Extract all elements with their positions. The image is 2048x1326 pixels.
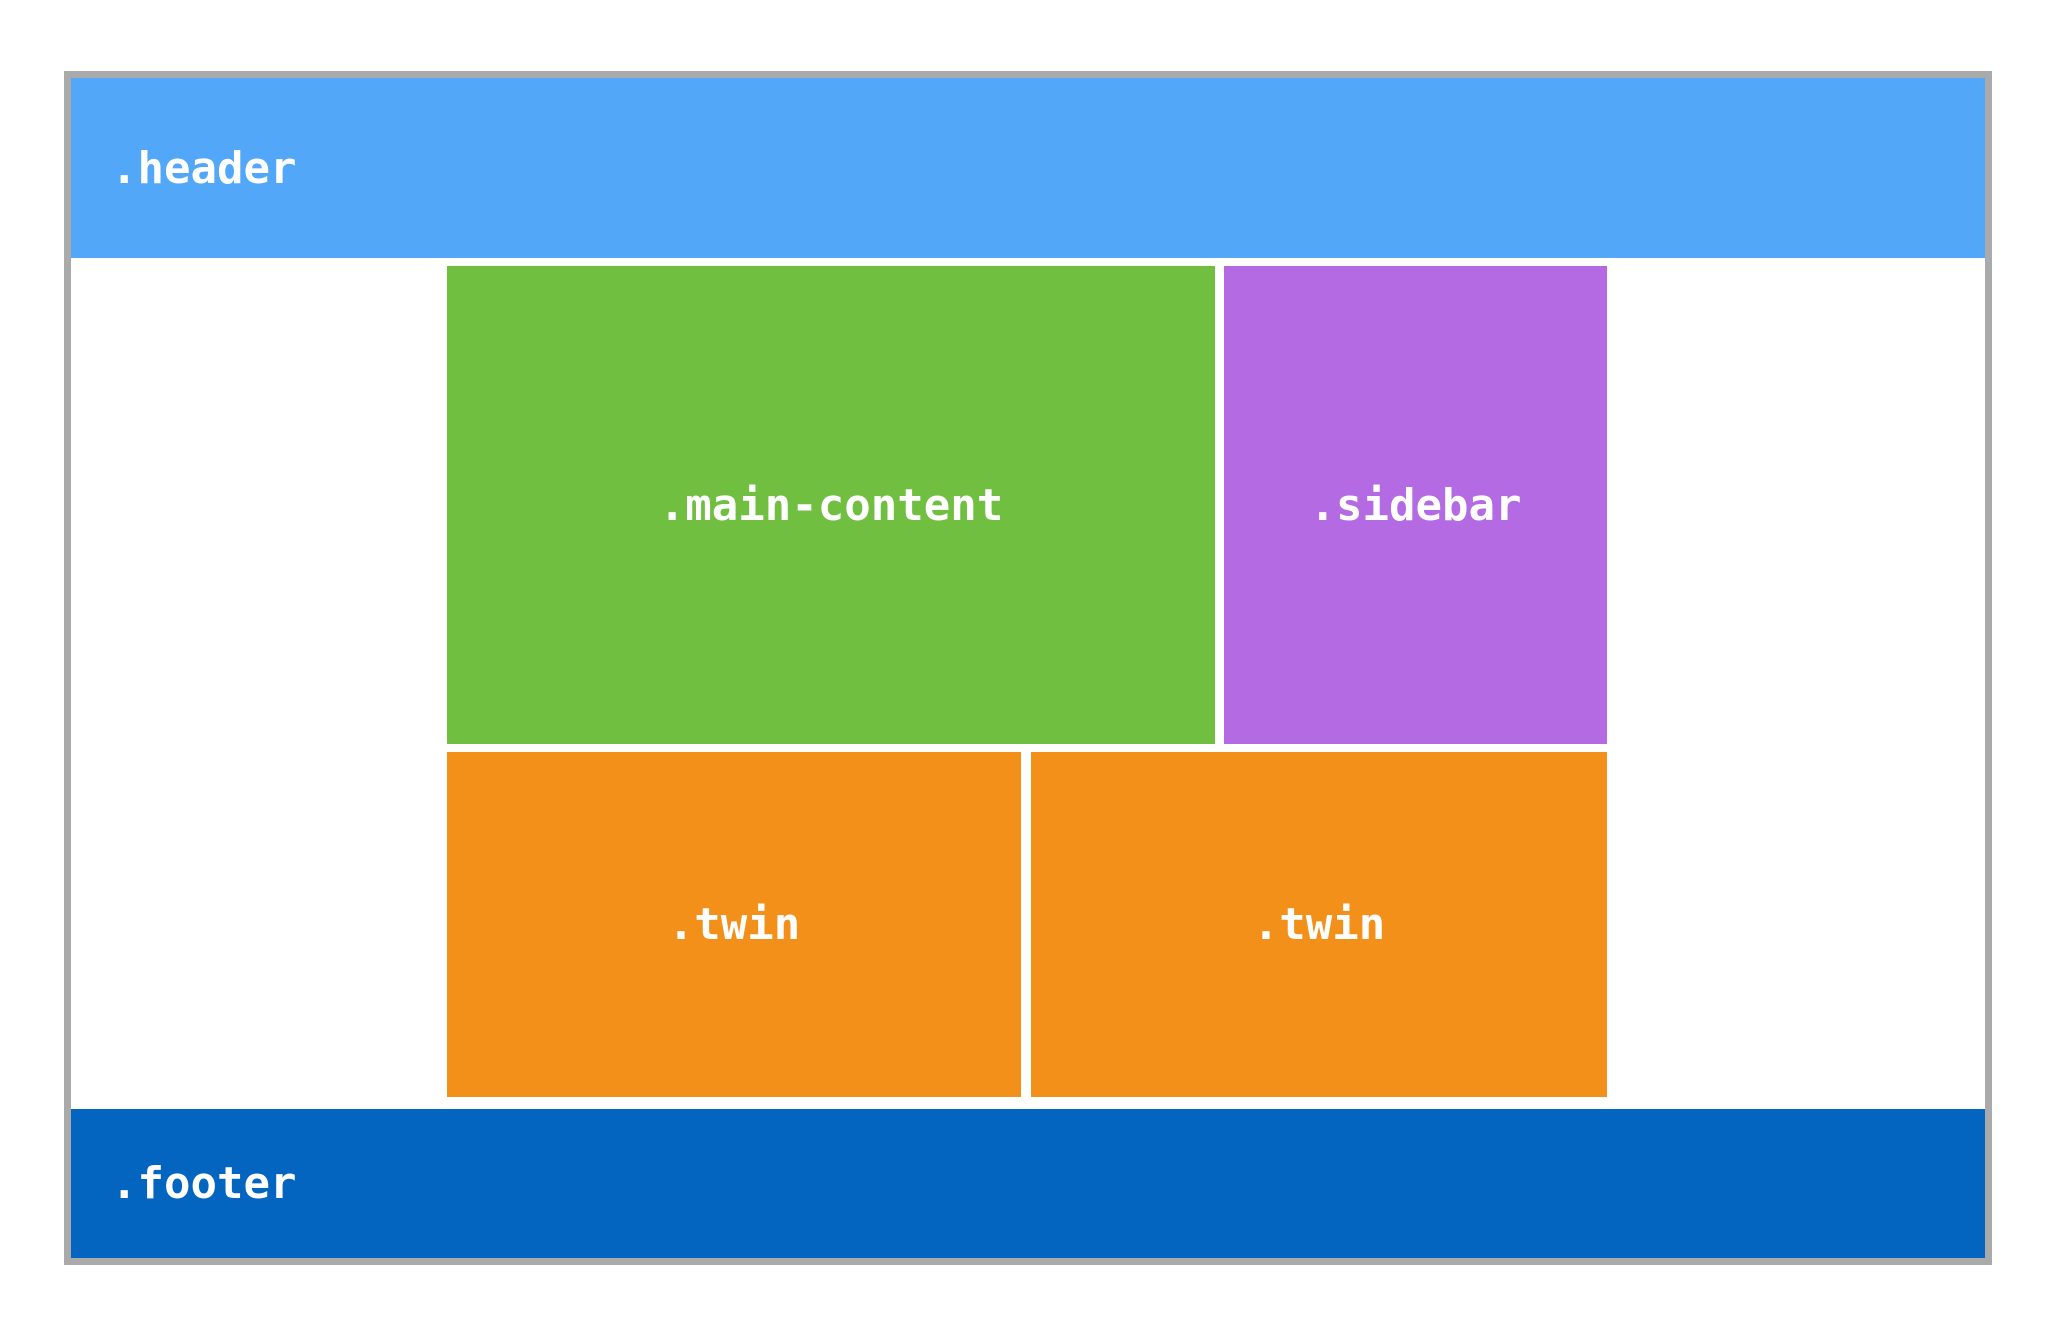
twin-block-2: .twin	[1031, 752, 1607, 1097]
sidebar-label: .sidebar	[1309, 479, 1522, 531]
twin-block-1: .twin	[447, 752, 1021, 1097]
header-label: .header	[111, 142, 297, 194]
main-content-block: .main-content	[447, 266, 1215, 744]
footer-label: .footer	[111, 1158, 297, 1209]
footer-block: .footer	[71, 1109, 1985, 1258]
main-content-label: .main-content	[658, 479, 1004, 531]
layout-container: .header .main-content .sidebar .twin .tw…	[64, 71, 1992, 1265]
twin-label-1: .twin	[667, 899, 801, 950]
header-block: .header	[71, 78, 1985, 258]
twin-label-2: .twin	[1252, 899, 1386, 950]
sidebar-block: .sidebar	[1224, 266, 1607, 744]
